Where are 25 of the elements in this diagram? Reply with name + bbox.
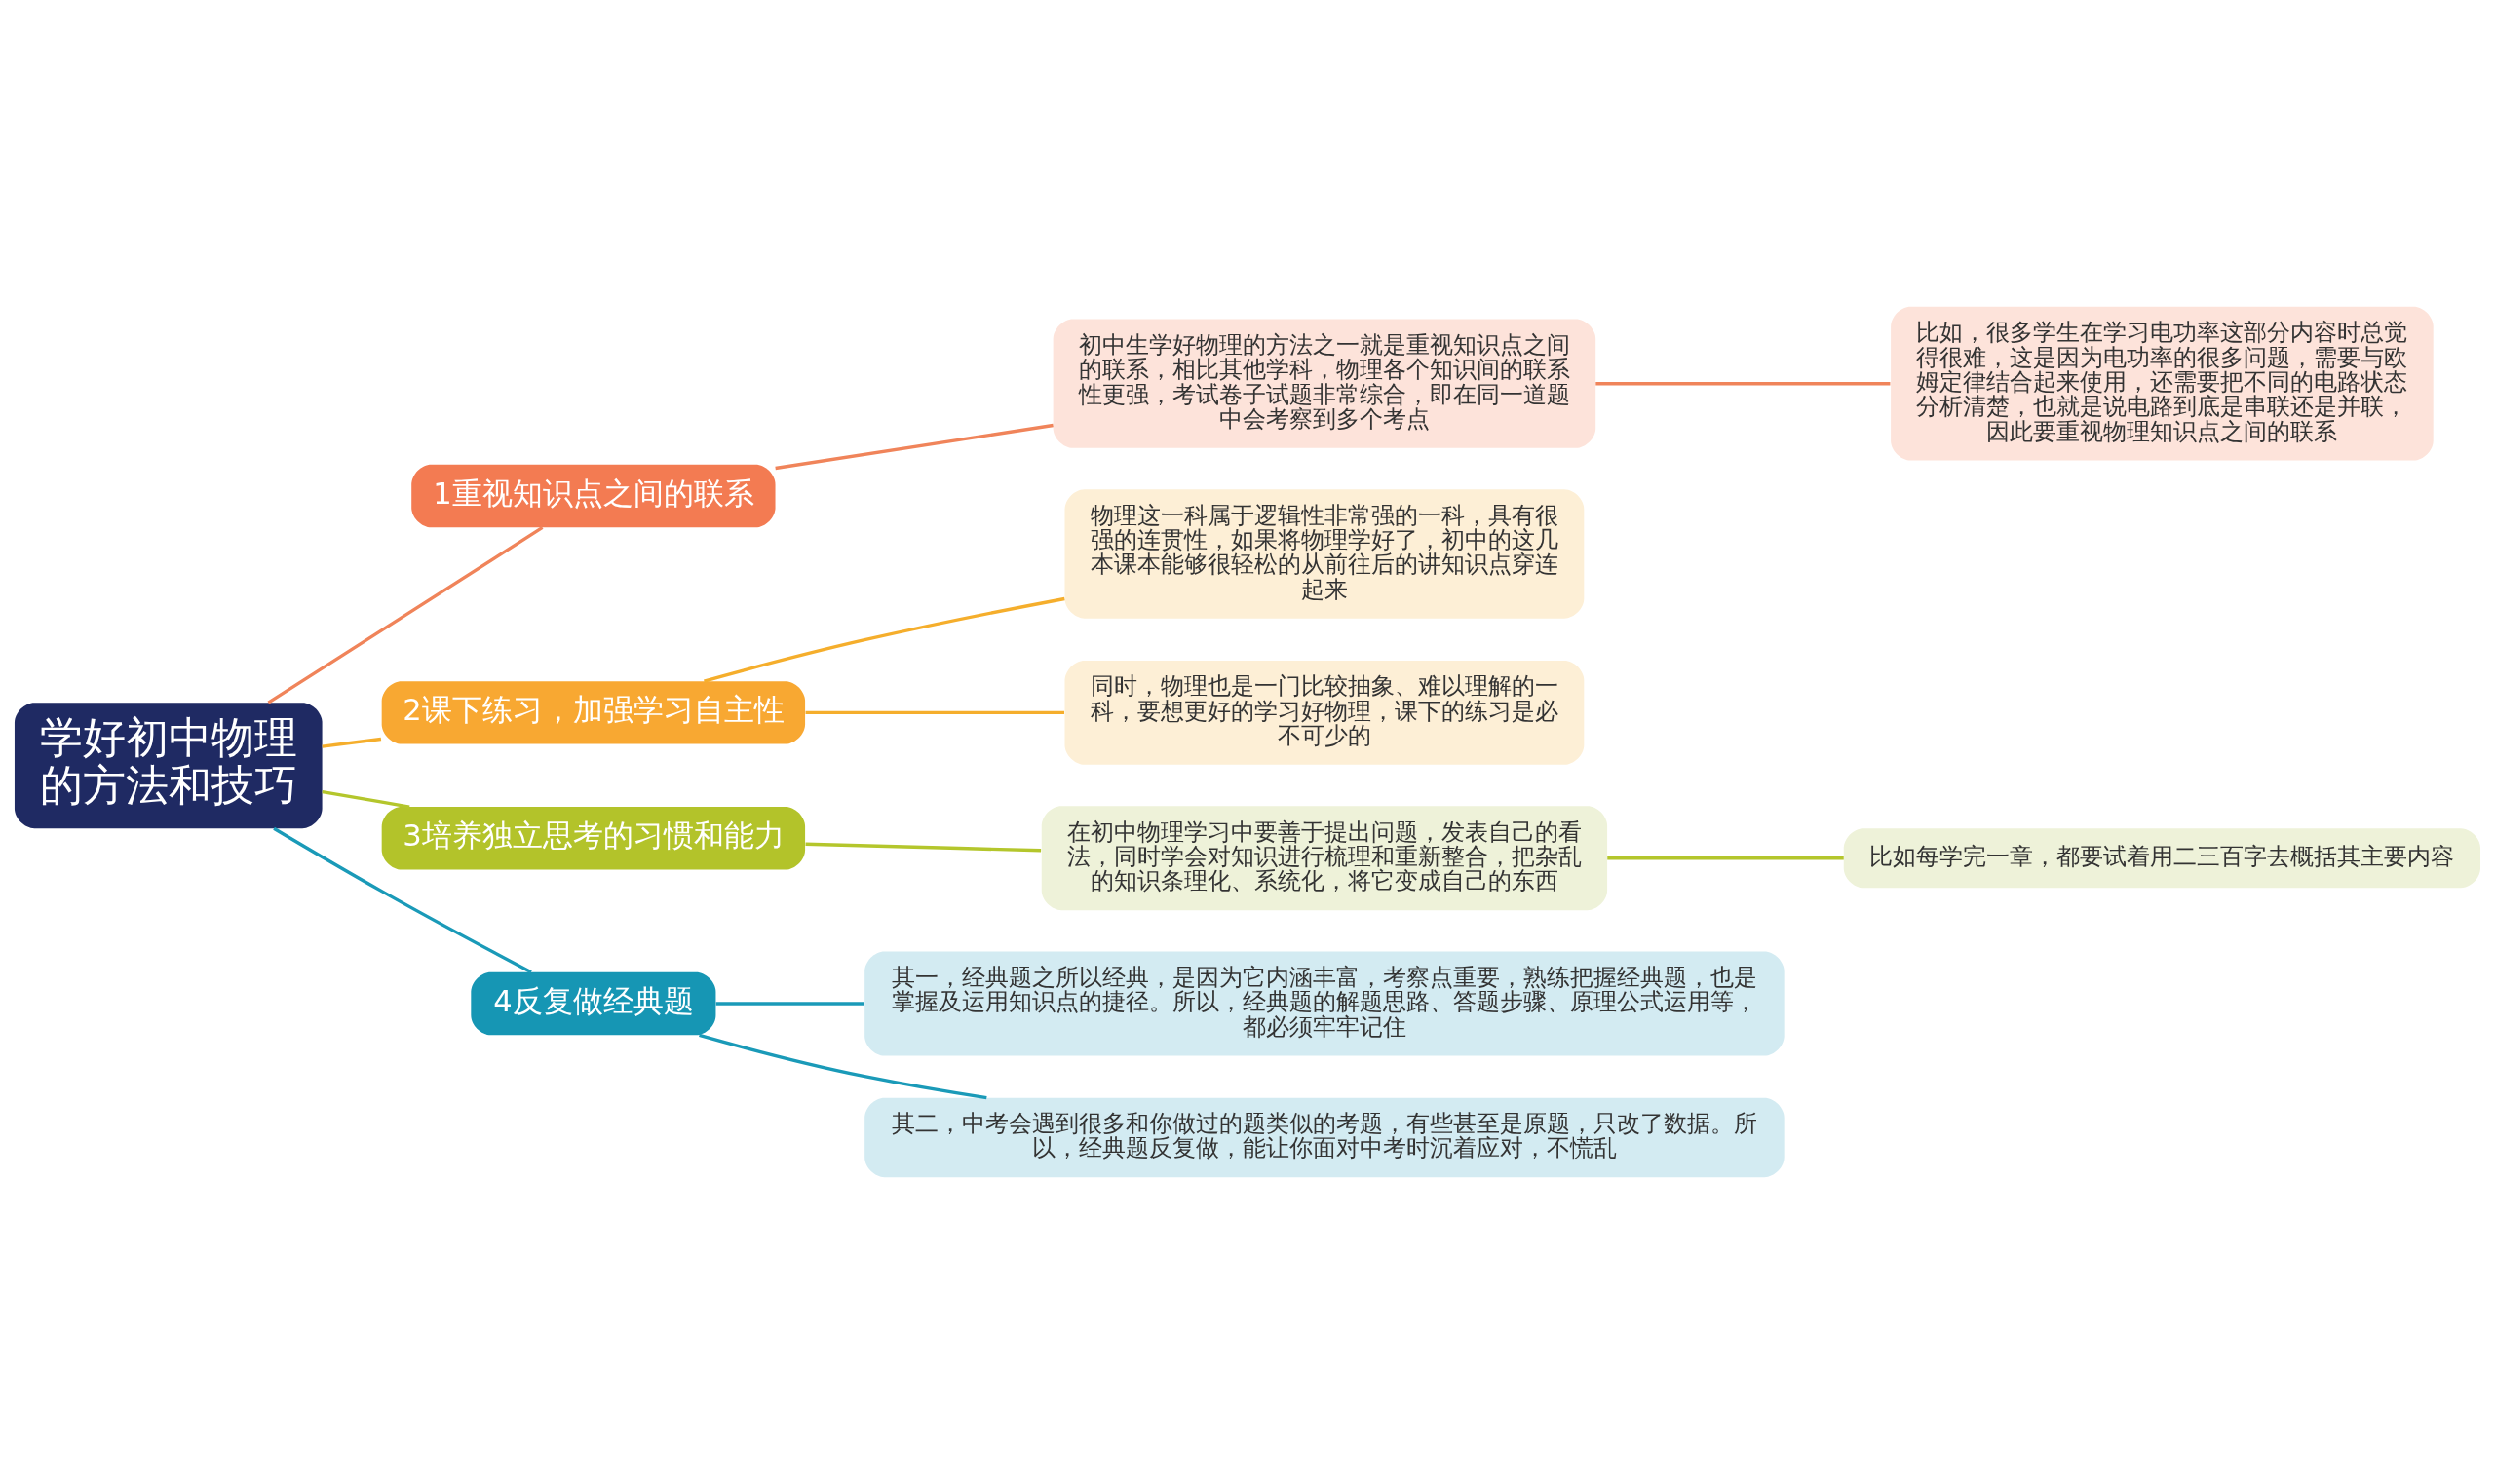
node-box: 2课下练习，加强学习自主性 [381,681,806,744]
connector [1595,382,1891,386]
node-box: 3培养独立思考的习惯和能力 [381,807,806,870]
connector [699,1033,987,1100]
node-box: 比如每学完一章，都要试着用二三百字去概括其主要内容 [1843,828,2481,889]
connector [805,710,1064,715]
node-box: 4反复做经典题 [471,971,716,1036]
connector [1607,856,1844,860]
node-box: 1重视知识点之间的联系 [411,464,776,528]
connector [273,826,532,974]
node-box: 物理这一科属于逻辑性非常强的一科，具有很强的连贯性，如果将物理学好了，初中的这几本课本能够很轻松的从前往后的讲知识点穿连起来 [1064,489,1585,619]
connector [704,596,1065,683]
node-box: 同时，物理也是一门比较抽象、难以理解的一科，要想更好的学习好物理，课下的练习是必不可少的 [1064,660,1585,765]
connector [322,789,410,809]
connector [805,842,1042,853]
connector [775,423,1054,471]
node-box: 在初中物理学习中要善于提出问题，发表自己的看法，同时学会对知识进行梳理和重新整合，把杂乱的知识条理化、系统化，将它变成自己的东西 [1041,806,1608,911]
connector [715,1002,864,1006]
node-box: 其一，经典题之所以经典，是因为它内涵丰富，考察点重要，熟练把握经典题，也是掌握及运用知识点的捷径。所以，经典题的解题思路、答题步骤、原理公式运用等，都必须牢牢记住 [864,951,1785,1056]
node-box: 比如，很多学生在学习电功率这部分内容时总觉得很难，这是因为电功率的很多问题，需要与欧姆定律结合起来使用，还需要把不同的电路状态分析清楚，也就是说电路到底是串联还是并联，因此要重视物理知识点之间的联系 [1891,306,2434,461]
connector [322,737,382,748]
connector [267,526,544,704]
node-box: 初中生学好物理的方法之一就是重视知识点之间的联系，相比其他学科，物理各个知识间的联系性更强，考试卷子试题非常综合，即在同一道题中会考察到多个考点 [1053,319,1596,448]
node-box: 学好初中物理的方法和技巧 [14,703,323,829]
node-box: 其二，中考会遇到很多和你做过的题类似的考题，有些甚至是原题，只改了数据。所以，经典题反复做，能让你面对中考时沉着应对，不慌乱 [864,1097,1785,1178]
